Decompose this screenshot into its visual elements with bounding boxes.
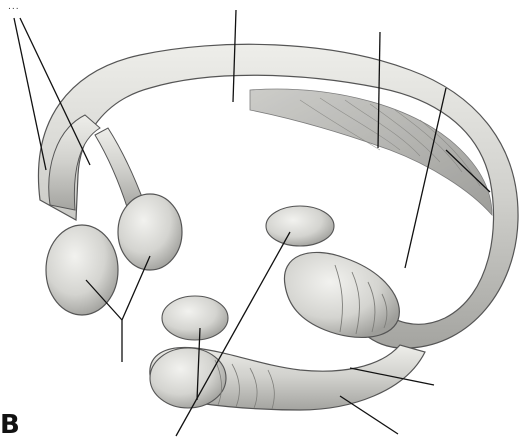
leader-line-12 <box>340 396 398 434</box>
left-bulb <box>46 225 118 315</box>
lower-oval <box>162 296 228 340</box>
leader-line-5 <box>405 88 446 268</box>
leader-line-1 <box>14 18 46 170</box>
panel-letter: B <box>0 412 20 438</box>
lower-tail <box>150 345 425 410</box>
upper-oval <box>266 206 334 246</box>
ribbed-body <box>284 252 399 337</box>
middle-bulb <box>118 194 182 270</box>
corner-mark: ... <box>8 2 20 12</box>
